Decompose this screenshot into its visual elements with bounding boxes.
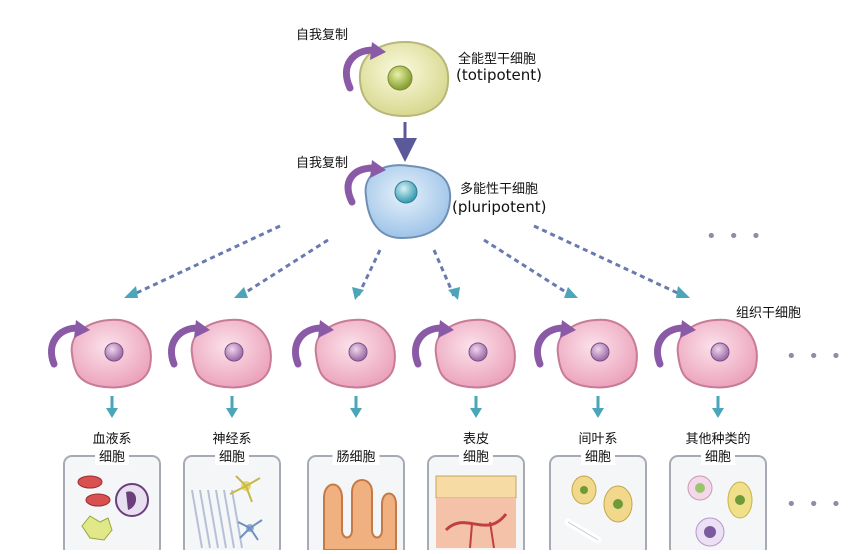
self-renew-label-middle: 自我复制 <box>296 156 349 171</box>
self-renew-arrow <box>48 320 90 368</box>
down-arrow <box>350 396 362 418</box>
branch-label-line2: 细胞 <box>94 446 130 465</box>
branch-label-line1: 间叶系 <box>578 432 618 447</box>
self-renew-arrow <box>292 320 334 368</box>
tissue-stem-cell <box>556 318 638 389</box>
self-renew-arrow <box>654 320 696 368</box>
ellipsis-middle: • • • <box>786 346 845 367</box>
totipotent-cell <box>358 40 450 118</box>
blood-cells-icon <box>63 455 161 554</box>
pluripotent-cell <box>364 164 452 240</box>
branch-label-line1: 神经系 <box>212 432 252 447</box>
self-renew-arrow-middle <box>344 160 386 206</box>
tissue-stem-cell <box>70 318 152 389</box>
self-renew-label-top: 自我复制 <box>296 28 349 43</box>
down-arrow <box>712 396 724 418</box>
branch-label-line2: 细胞 <box>458 446 494 465</box>
ellipsis-bottom: • • • <box>786 494 845 515</box>
intestine-cells-icon <box>307 455 405 554</box>
skin-cells-icon <box>427 455 525 554</box>
branch-label-line1: 表皮 <box>462 432 490 447</box>
nerve-cells-icon <box>183 455 281 554</box>
tissue-stem-cell <box>190 318 272 389</box>
branch-label-line1: 肠细胞 <box>332 446 380 465</box>
totipotent-english-label: (totipotent) <box>456 66 543 84</box>
down-arrow <box>592 396 604 418</box>
down-arrow <box>106 396 118 418</box>
dashed-arrows <box>129 224 685 298</box>
branch-label-line2: 细胞 <box>580 446 616 465</box>
pluripotent-label: 多能性干细胞 <box>460 182 539 197</box>
totipotent-label: 全能型干细胞 <box>458 52 537 67</box>
tissue-stem-cell-label: 组织干细胞 <box>736 306 802 321</box>
tissue-stem-cell <box>434 318 516 389</box>
branch-label-line2: 细胞 <box>700 446 736 465</box>
tissue-stem-cell <box>314 318 396 389</box>
branch-label-line1: 其他种类的 <box>685 432 751 447</box>
self-renew-arrow <box>168 320 210 368</box>
other-cells-icon <box>669 455 767 554</box>
down-arrow <box>470 396 482 418</box>
self-renew-arrow-top <box>342 42 386 92</box>
branch-label-line1: 血液系 <box>92 432 132 447</box>
self-renew-arrow <box>412 320 454 368</box>
self-renew-arrow <box>534 320 576 368</box>
mesenchymal-cells-icon <box>549 455 647 554</box>
ellipsis-top: • • • <box>706 226 765 247</box>
dashed-arrow-heads <box>124 286 690 300</box>
pluripotent-english-label: (pluripotent) <box>452 198 547 216</box>
tissue-stem-cell <box>676 318 758 389</box>
branch-label-line2: 细胞 <box>214 446 250 465</box>
down-arrow <box>226 396 238 418</box>
